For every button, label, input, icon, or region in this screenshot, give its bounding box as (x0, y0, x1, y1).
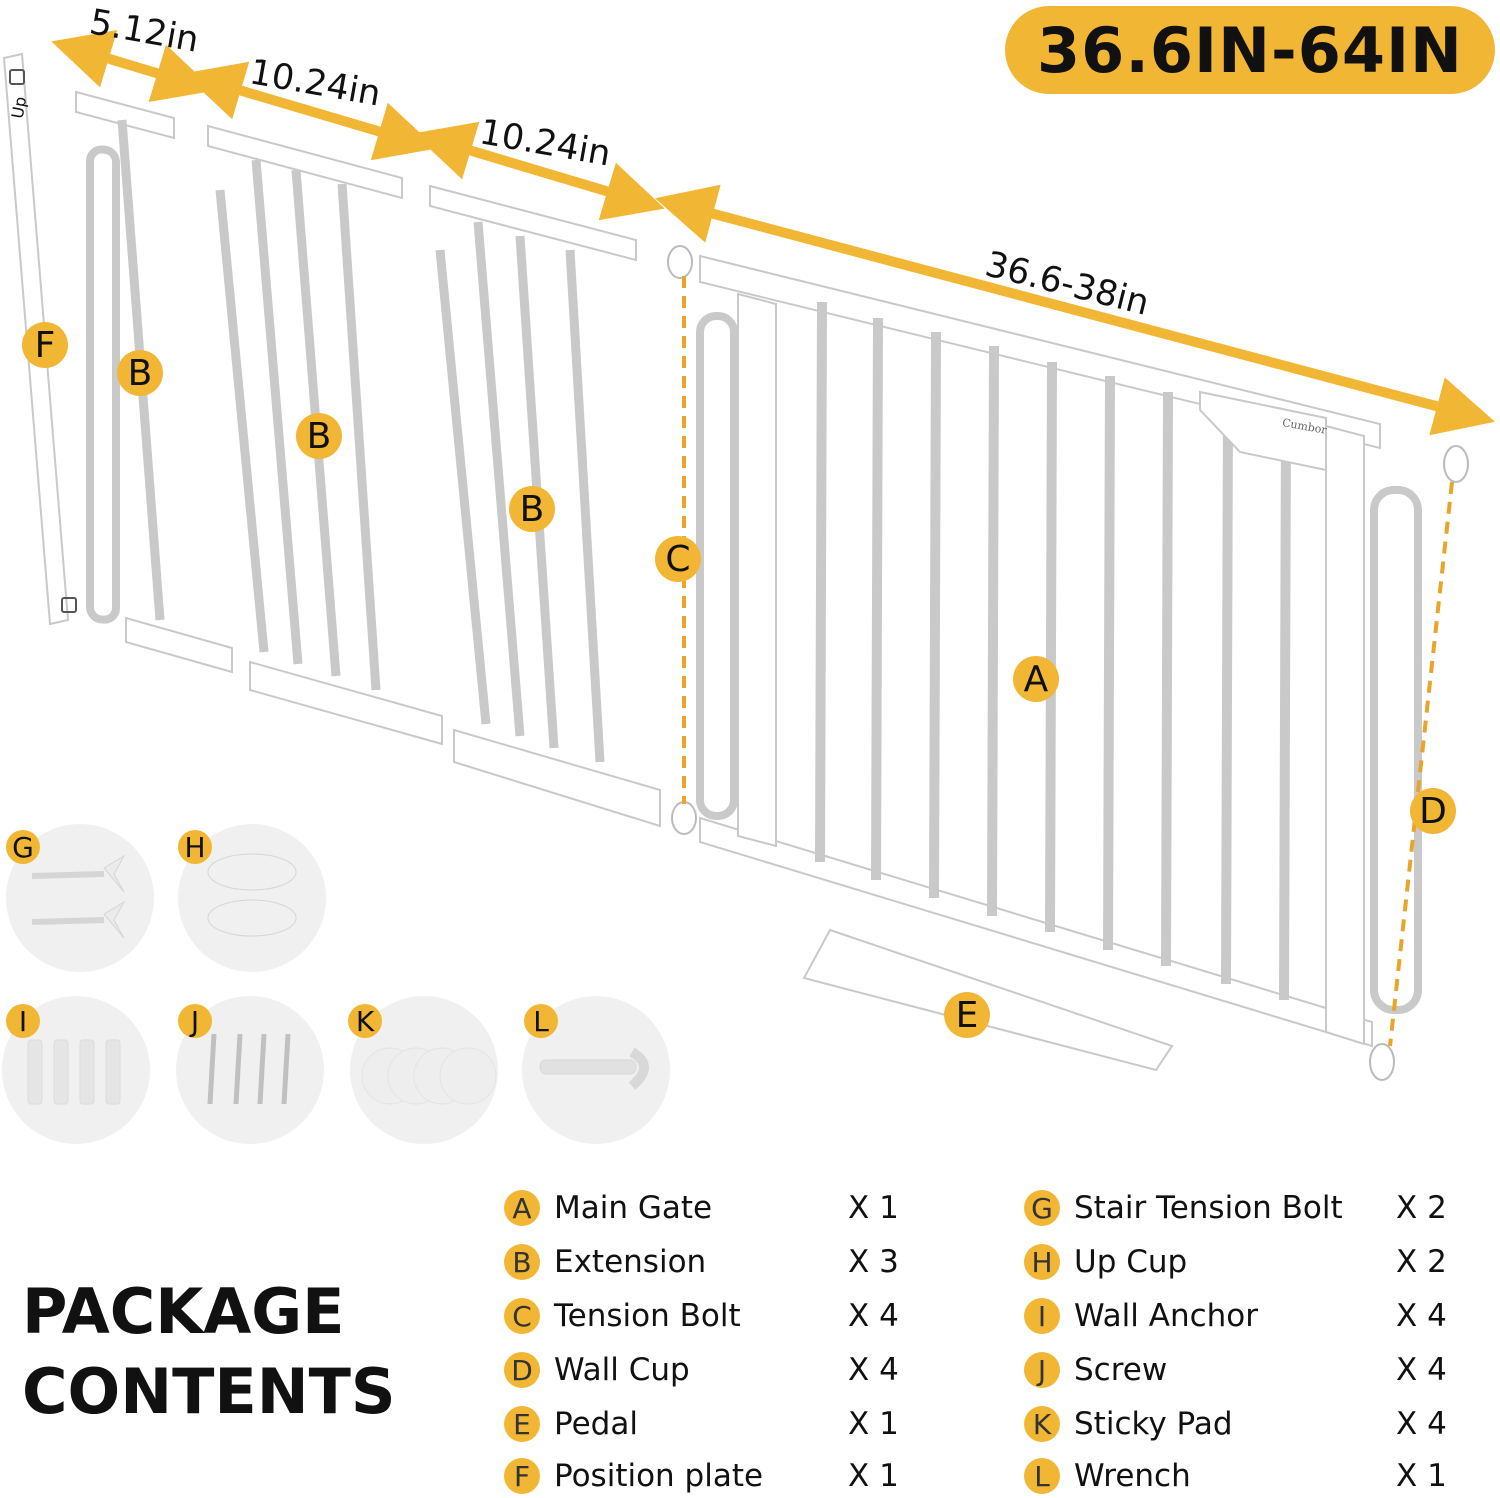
dim-arrow-5in (51, 29, 215, 103)
item-name: Wrench (1074, 1458, 1191, 1494)
tension-bolts (667, 245, 1469, 1081)
item-letter: E (504, 1406, 540, 1442)
item-letter: C (504, 1298, 540, 1334)
dim-arrow-10in-a (183, 61, 437, 161)
item-letter: A (504, 1190, 540, 1226)
list-item: A Main Gate (504, 1186, 712, 1230)
item-letter: J (1024, 1352, 1060, 1388)
list-item: L Wrench (1024, 1454, 1191, 1498)
item-qty: X 1 (1396, 1458, 1447, 1494)
tag-wrench: L (524, 1004, 558, 1038)
list-item: F Position plate (504, 1454, 763, 1498)
item-name: Screw (1074, 1352, 1168, 1388)
item-qty: X 3 (848, 1244, 899, 1280)
dim-arrow-main (655, 184, 1495, 436)
item-qty: X 4 (848, 1352, 899, 1388)
dim-arrow-10in-b (413, 121, 665, 221)
tag-position-plate: F (22, 322, 68, 368)
range-badge: 36.6IN-64IN (1005, 6, 1495, 94)
tag-screw: J (178, 1004, 212, 1038)
item-qty: X 4 (848, 1298, 899, 1334)
tag-main-gate: A (1013, 656, 1059, 702)
item-qty: X 2 (1396, 1190, 1447, 1226)
list-item: J Screw (1024, 1348, 1167, 1392)
item-letter: D (504, 1352, 540, 1388)
list-item: K Sticky Pad (1024, 1402, 1233, 1446)
tag-extension-1: B (117, 350, 163, 396)
tag-pad: K (348, 1004, 382, 1038)
list-item: H Up Cup (1024, 1240, 1187, 1284)
tag-pedal: E (944, 992, 990, 1038)
item-name: Position plate (554, 1458, 764, 1494)
item-name: Main Gate (554, 1190, 713, 1226)
item-letter: G (1024, 1190, 1060, 1226)
list-item: D Wall Cup (504, 1348, 690, 1392)
item-name: Sticky Pad (1074, 1406, 1233, 1442)
page-title: PACKAGE CONTENTS (22, 1272, 396, 1432)
item-name: Wall Cup (554, 1352, 690, 1388)
tag-anchor: I (6, 1004, 40, 1038)
plate-label: Up (7, 95, 31, 120)
item-qty: X 4 (1396, 1352, 1447, 1388)
title-line-1: PACKAGE (22, 1275, 345, 1348)
tag-tension-bolt: C (655, 536, 701, 582)
list-item: E Pedal (504, 1402, 638, 1446)
pedal (802, 928, 1174, 1072)
item-name: Up Cup (1074, 1244, 1188, 1280)
list-item: B Extension (504, 1240, 706, 1284)
list-item: I Wall Anchor (1024, 1294, 1258, 1338)
item-qty: X 1 (848, 1190, 899, 1226)
item-qty: X 2 (1396, 1244, 1447, 1280)
tag-wall-cup: D (1410, 788, 1456, 834)
tag-extension-3: B (509, 486, 555, 532)
dimension-arrows (51, 29, 1495, 436)
item-qty: X 1 (848, 1406, 899, 1442)
item-name: Stair Tension Bolt (1074, 1190, 1343, 1226)
item-name: Tension Bolt (554, 1298, 741, 1334)
item-name: Wall Anchor (1074, 1298, 1259, 1334)
tag-up-cup: H (178, 830, 212, 864)
item-qty: X 4 (1396, 1406, 1447, 1442)
item-letter: B (504, 1244, 540, 1280)
tag-extension-2: B (296, 413, 342, 459)
item-letter: H (1024, 1244, 1060, 1280)
item-letter: I (1024, 1298, 1060, 1334)
list-item: G Stair Tension Bolt (1024, 1186, 1343, 1230)
item-letter: K (1024, 1406, 1060, 1442)
item-qty: X 4 (1396, 1298, 1447, 1334)
item-qty: X 1 (848, 1458, 899, 1494)
title-line-2: CONTENTS (22, 1355, 396, 1428)
item-name: Extension (554, 1244, 707, 1280)
item-name: Pedal (554, 1406, 638, 1442)
item-letter: F (504, 1458, 540, 1494)
guide-right (1388, 481, 1454, 1047)
list-item: C Tension Bolt (504, 1294, 741, 1338)
tag-stair-bolt: G (6, 830, 40, 864)
main-gate (696, 254, 1422, 1048)
item-letter: L (1024, 1458, 1060, 1494)
